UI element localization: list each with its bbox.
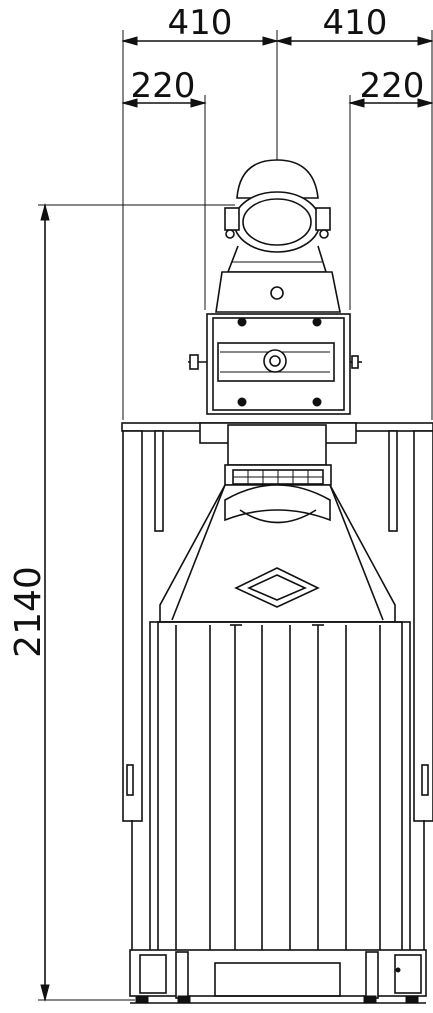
adapter-block xyxy=(188,271,362,415)
vent-grille xyxy=(232,469,324,485)
dimension-lines xyxy=(38,30,433,1002)
dim-label-left-offset: 220 xyxy=(131,66,196,106)
dim-label-top-right: 410 xyxy=(323,3,388,43)
flue-collar xyxy=(224,159,331,273)
dim-label-top-left: 410 xyxy=(168,3,233,43)
base xyxy=(129,949,427,1004)
dim-label-right-offset: 220 xyxy=(360,66,425,106)
logo-diamond xyxy=(234,567,320,608)
fireplace-body xyxy=(131,484,425,953)
dim-label-total-height: 2140 xyxy=(8,566,49,658)
top-plate xyxy=(121,422,433,486)
